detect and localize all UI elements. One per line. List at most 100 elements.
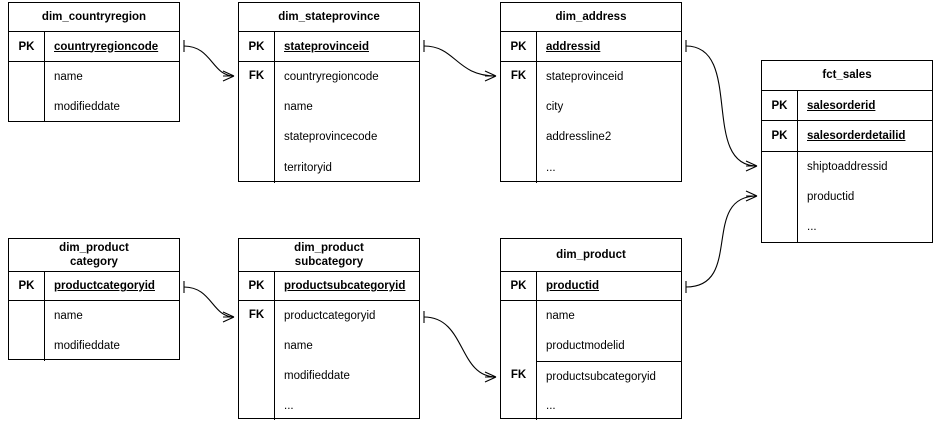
key-badge-fk: FK <box>239 301 275 420</box>
cardinality-many-marker <box>484 371 497 383</box>
attribute-block: shiptoaddressid productid... <box>762 152 932 242</box>
attribute-row[interactable]: PK addressid <box>501 32 681 62</box>
cardinality-many-marker <box>222 70 235 82</box>
attribute-list: name modifieddate <box>45 301 179 361</box>
relationship-stateprovince-to-address[interactable] <box>423 40 497 82</box>
attribute-name[interactable]: ... <box>546 161 556 174</box>
attribute-list: shiptoaddressid productid... <box>798 152 932 242</box>
relationship-line <box>685 45 758 167</box>
cardinality-many-marker <box>745 160 758 172</box>
attribute-name: addressid <box>546 40 601 53</box>
attribute-name[interactable]: name <box>54 71 83 83</box>
key-cell-empty <box>9 62 45 122</box>
attribute-list: name productmodelid productsubcategoryid..… <box>537 301 681 420</box>
key-badge-pk: PK <box>762 91 798 120</box>
attribute-list: productcategoryid name modifieddate... <box>275 301 419 420</box>
attribute-name[interactable]: name <box>284 101 313 113</box>
entity-title: dim_address <box>501 3 681 32</box>
attribute-name[interactable]: shiptoaddressid <box>807 161 888 173</box>
attribute-name[interactable]: name <box>546 310 575 322</box>
attribute-name[interactable]: name <box>54 310 83 322</box>
relationship-productcategory-to-subcategory[interactable] <box>183 281 235 323</box>
key-badge-fk: FK <box>239 62 275 183</box>
attribute-block: FK name productmodelid productsubcategoryid… <box>501 301 681 420</box>
cardinality-many-marker <box>484 70 497 82</box>
attribute-list: name modifieddate <box>45 62 179 122</box>
attribute-name[interactable]: ... <box>546 399 556 412</box>
attribute-name[interactable]: modifieddate <box>54 101 120 113</box>
attribute-name: stateprovinceid <box>284 40 369 53</box>
key-badge-pk: PK <box>762 121 798 151</box>
relationship-product-to-fctsales[interactable] <box>685 190 758 293</box>
relationship-address-to-fctsales[interactable] <box>685 40 758 172</box>
attribute-row[interactable]: PK productid <box>501 272 681 301</box>
key-badge-fk: FK <box>501 301 537 420</box>
entity-title: fct_sales <box>762 61 932 91</box>
attribute-list: stateprovinceid city addressline2... <box>537 62 681 183</box>
attribute-name[interactable]: productcategoryid <box>284 310 376 322</box>
key-cell-empty <box>9 301 45 361</box>
attribute-row[interactable]: PK stateprovinceid <box>239 32 419 62</box>
attribute-name[interactable]: stateprovincecode <box>284 131 378 143</box>
attribute-row[interactable]: PK countryregioncode <box>9 32 179 62</box>
attribute-list: countryregioncode name stateprovincecode te… <box>275 62 419 183</box>
attribute-name: productcategoryid <box>54 280 155 292</box>
key-badge-pk: PK <box>501 32 537 61</box>
attribute-name[interactable]: modifieddate <box>54 340 120 352</box>
relationship-line <box>183 286 235 318</box>
key-badge-pk: PK <box>501 272 537 300</box>
key-badge-fk: FK <box>501 62 537 183</box>
key-badge-pk: PK <box>9 32 45 61</box>
entity-title: dim_product subcategory <box>239 239 419 272</box>
key-badge-pk: PK <box>239 32 275 61</box>
attribute-block: name modifieddate <box>9 62 179 122</box>
key-cell-empty <box>762 152 798 242</box>
attribute-name[interactable]: productmodelid <box>546 340 625 352</box>
attribute-name[interactable]: productsubcategoryid <box>537 361 681 391</box>
attribute-name[interactable]: name <box>284 340 313 352</box>
entity-title: dim_countryregion <box>9 3 179 32</box>
entity-title: dim_stateprovince <box>239 3 419 32</box>
relationship-line <box>183 45 235 77</box>
attribute-name[interactable]: territoryid <box>284 161 332 174</box>
entity-title: dim_product category <box>9 239 179 272</box>
attribute-name[interactable]: modifieddate <box>284 370 350 382</box>
relationship-line <box>685 195 758 288</box>
attribute-row[interactable]: PK salesorderid <box>762 91 932 121</box>
attribute-name[interactable]: countryregioncode <box>284 71 379 83</box>
attribute-block: FK countryregioncode name stateprovincecode… <box>239 62 419 183</box>
attribute-name[interactable]: ... <box>807 221 817 233</box>
attribute-name: salesorderdetailid <box>807 130 906 142</box>
relationship-line <box>423 45 497 77</box>
relationship-subcategory-to-product[interactable] <box>423 311 497 383</box>
relationship-line <box>423 316 497 378</box>
attribute-name[interactable]: addressline2 <box>546 131 612 143</box>
attribute-name[interactable]: stateprovinceid <box>546 71 624 83</box>
attribute-block: FK productcategoryid name modifieddate... <box>239 301 419 420</box>
cardinality-many-marker <box>745 190 758 202</box>
key-badge-pk: PK <box>9 272 45 300</box>
entity-title: dim_product <box>501 239 681 272</box>
relationship-countryregion-to-stateprovince[interactable] <box>183 40 235 82</box>
attribute-name[interactable]: city <box>546 101 564 113</box>
attribute-name[interactable]: ... <box>284 399 294 412</box>
attribute-name[interactable]: productid <box>807 191 855 203</box>
attribute-name: productsubcategoryid <box>284 280 406 292</box>
attribute-name: salesorderid <box>807 99 876 112</box>
attribute-row[interactable]: PK productcategoryid <box>9 272 179 301</box>
attribute-block: FK stateprovinceid city addressline2... <box>501 62 681 183</box>
cardinality-many-marker <box>222 311 235 323</box>
attribute-name: countryregioncode <box>54 40 159 53</box>
attribute-block: name modifieddate <box>9 301 179 361</box>
attribute-row[interactable]: PK salesorderdetailid <box>762 121 932 152</box>
attribute-name: productid <box>546 280 600 292</box>
